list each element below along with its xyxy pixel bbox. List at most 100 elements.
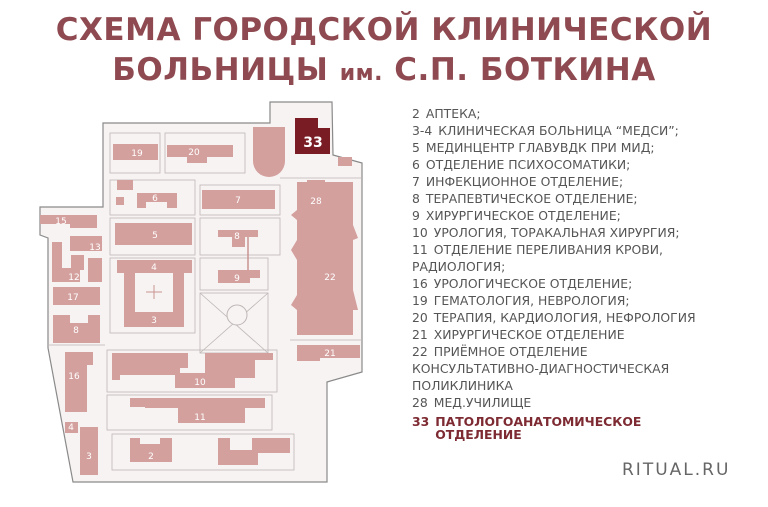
label-2: 2 [148, 452, 154, 462]
building-small [71, 255, 84, 270]
legend-item: ПОЛИКЛИНИКА [412, 377, 721, 394]
legend-item: 19 ГЕМАТОЛОГИЯ, НЕВРОЛОГИЯ; [412, 292, 721, 309]
legend-num: 16 [412, 276, 428, 291]
building-33 [295, 118, 330, 154]
legend-text: ПРИЁМНОЕ ОТДЕЛЕНИЕ [433, 344, 588, 359]
building-10 [112, 353, 273, 388]
building-8-left [53, 315, 100, 343]
legend-item: 21 ХИРУРГИЧЕСКОЕ ОТДЕЛЕНИЕ [412, 326, 721, 343]
paths [48, 132, 362, 471]
building-6 [137, 193, 177, 208]
legend-item: 16 УРОЛОГИЧЕСКОЕ ОТДЕЛЕНИЕ; [412, 275, 721, 292]
legend-item: 8 ТЕРАПЕВТИЧЕСКОЕ ОТДЕЛЕНИЕ; [412, 190, 721, 207]
building-7 [202, 190, 275, 209]
legend-item: 20 ТЕРАПИЯ, КАРДИОЛОГИЯ, НЕФРОЛОГИЯ [412, 309, 721, 326]
legend-num: 10 [412, 225, 428, 240]
legend-item: 10 УРОЛОГИЯ, ТОРАКАЛЬНАЯ ХИРУРГИЯ; [412, 224, 721, 241]
label-3-small: 3 [86, 452, 92, 462]
legend-text: КЛИНИЧЕСКАЯ БОЛЬНИЦА “МЕДСИ”; [438, 123, 679, 138]
legend-num: 9 [412, 208, 420, 223]
building-20 [167, 145, 233, 163]
title-main: БОЛЬНИЦЫ [112, 52, 329, 88]
label-12: 12 [68, 273, 79, 283]
building-5 [115, 223, 192, 245]
building-3-4 [117, 260, 192, 327]
legend-text: РАДИОЛОГИЯ; [412, 259, 506, 274]
title-line-2: БОЛЬНИЦЫ им. С.П. БОТКИНА [0, 52, 768, 88]
building-16 [65, 352, 93, 412]
legend-item: РАДИОЛОГИЯ; [412, 258, 721, 275]
title-end: С.П. БОТКИНА [394, 52, 656, 88]
legend-num: 21 [412, 327, 428, 342]
legend-num: 2 [412, 106, 420, 121]
legend-num: 19 [412, 293, 428, 308]
legend-num: 3-4 [412, 123, 433, 138]
legend-item: 6 ОТДЕЛЕНИЕ ПСИХОСОМАТИКИ; [412, 156, 721, 173]
legend-text: ОТДЕЛЕНИЕ ПСИХОСОМАТИКИ; [425, 157, 631, 172]
building-22 [291, 182, 358, 335]
building-13 [70, 236, 102, 251]
label-6: 6 [152, 194, 158, 204]
legend-text: КОНСУЛЬТАТИВНО-ДИАГНОСТИЧЕСКАЯ [412, 361, 670, 376]
legend-item: КОНСУЛЬТАТИВНО-ДИАГНОСТИЧЕСКАЯ [412, 360, 721, 377]
legend-text: ГЕМАТОЛОГИЯ, НЕВРОЛОГИЯ; [433, 293, 630, 308]
legend-item: 11 ОТДЕЛЕНИЕ ПЕРЕЛИВАНИЯ КРОВИ, [412, 241, 721, 258]
building-8-center [218, 230, 258, 247]
label-8-center: 8 [234, 232, 240, 242]
label-4-small: 4 [68, 423, 74, 433]
legend-text: ХИРУРГИЧЕСКОЕ ОТДЕЛЕНИЕ [433, 327, 625, 342]
building-small [117, 180, 133, 190]
building-12 [52, 242, 80, 282]
legend-text: УРОЛОГИЧЕСКОЕ ОТДЕЛЕНИЕ; [433, 276, 633, 291]
title-im: им. [339, 61, 383, 86]
label-19: 19 [131, 149, 143, 159]
label-3: 3 [151, 316, 157, 326]
legend-num: 11 [412, 242, 428, 257]
legend-num: 33 [412, 414, 430, 429]
legend-text: ТЕРАПИЯ, КАРДИОЛОГИЯ, НЕФРОЛОГИЯ [433, 310, 696, 325]
cross-icon [146, 285, 162, 299]
title-line-1: СХЕМА ГОРОДСКОЙ КЛИНИЧЕСКОЙ [55, 12, 713, 48]
legend-text: УРОЛОГИЯ, ТОРАКАЛЬНАЯ ХИРУРГИЯ; [433, 225, 680, 240]
building-2 [130, 438, 172, 462]
legend-num: 8 [412, 191, 420, 206]
ritual-logo: RITUAL.RU [622, 460, 731, 480]
building-17 [53, 287, 100, 305]
label-21: 21 [324, 349, 335, 359]
building-small [88, 258, 102, 282]
building-21 [297, 345, 360, 361]
label-15: 15 [55, 217, 66, 227]
legend-text: ИНФЕКЦИОННОЕ ОТДЕЛЕНИЕ; [425, 174, 624, 189]
legend-num: 7 [412, 174, 420, 189]
label-16: 16 [68, 372, 80, 382]
label-20: 20 [188, 148, 200, 158]
label-11: 11 [194, 413, 205, 423]
legend-num: 20 [412, 310, 428, 325]
roundabout [226, 304, 248, 326]
legend-text: ПОЛИКЛИНИКА [412, 378, 513, 393]
label-5: 5 [152, 231, 158, 241]
sports-track [253, 127, 285, 177]
legend-item: 22 ПРИЁМНОЕ ОТДЕЛЕНИЕ [412, 343, 721, 360]
building-small [116, 197, 124, 205]
label-28: 28 [310, 197, 322, 207]
building-15 [40, 215, 97, 228]
building-11 [130, 398, 265, 423]
legend-item: 7 ИНФЕКЦИОННОЕ ОТДЕЛЕНИЕ; [412, 173, 721, 190]
label-13: 13 [89, 243, 100, 253]
legend-num: 6 [412, 157, 420, 172]
label-9: 9 [234, 274, 240, 284]
building-unlabeled [218, 438, 290, 465]
building-4-small [65, 422, 78, 433]
legend-text: ТЕРАПЕВТИЧЕСКОЕ ОТДЕЛЕНИЕ; [425, 191, 638, 206]
label-22: 22 [324, 273, 335, 283]
legend-text: ОТДЕЛЕНИЕ ПЕРЕЛИВАНИЯ КРОВИ, [433, 242, 663, 257]
legend-num: 22 [412, 344, 428, 359]
